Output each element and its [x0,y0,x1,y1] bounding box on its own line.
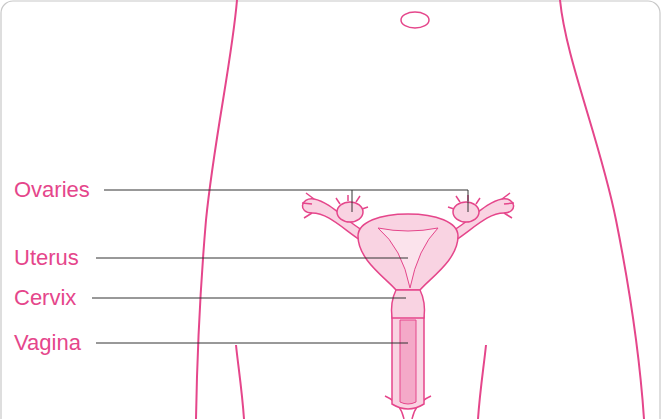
fallopian-tube [302,199,362,240]
leader-line [104,190,468,212]
body-outline-left [196,0,237,419]
ovary [337,202,363,222]
fallopian-tube [454,199,514,240]
leader-line [96,258,408,259]
thigh-line-right [478,345,486,419]
fimbriae [302,193,314,218]
uterus-shape [358,214,458,290]
part-label: Ovaries [14,177,90,203]
vaginal-canal [400,320,416,404]
leader-line [352,190,353,212]
fimbriae [502,193,514,218]
part-label: Vagina [14,330,81,356]
leader-line [96,343,408,344]
cervix-shape [392,290,425,318]
body-outline-right [560,0,644,419]
part-label: Cervix [14,285,76,311]
vagina-shape [392,316,424,409]
thigh-line-left [236,345,244,419]
ovary-fringe [448,195,480,209]
navel [401,12,429,28]
leader-line [92,298,406,299]
part-label: Uterus [14,245,79,271]
ovary [453,202,479,222]
leader-lines [92,190,468,343]
